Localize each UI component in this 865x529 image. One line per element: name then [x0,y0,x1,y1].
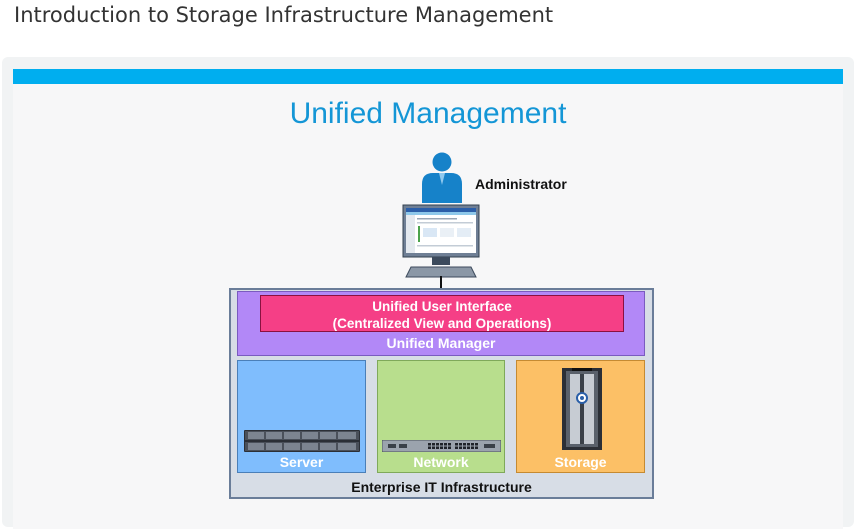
storage-label: Storage [554,454,607,470]
page-title: Introduction to Storage Infrastructure M… [14,3,554,27]
server-tile: Server [237,360,366,473]
administrator-label: Administrator [475,176,567,192]
network-switch-icon [382,440,501,452]
enterprise-infrastructure-label: Enterprise IT Infrastructure [351,479,532,495]
storage-array-icon [562,368,602,450]
server-label: Server [279,454,324,470]
network-tile: Network [377,360,505,473]
unified-manager-label: Unified Manager [386,335,496,351]
unified-ui-title: Unified User Interface [372,299,512,314]
person-icon [422,152,462,203]
connector-line [440,276,442,296]
network-label: Network [413,454,469,470]
rack-server-icon [244,430,360,452]
monitor-icon [402,204,480,278]
unified-ui-subtitle: (Centralized View and Operations) [332,316,552,331]
slide-title: Unified Management [289,97,567,130]
slide: Unified Management Administrator Unified… [13,69,843,529]
storage-tile: Storage [516,360,645,473]
unified-user-interface-box: Unified User Interface (Centralized View… [260,295,624,332]
slide-top-bar [13,69,843,84]
